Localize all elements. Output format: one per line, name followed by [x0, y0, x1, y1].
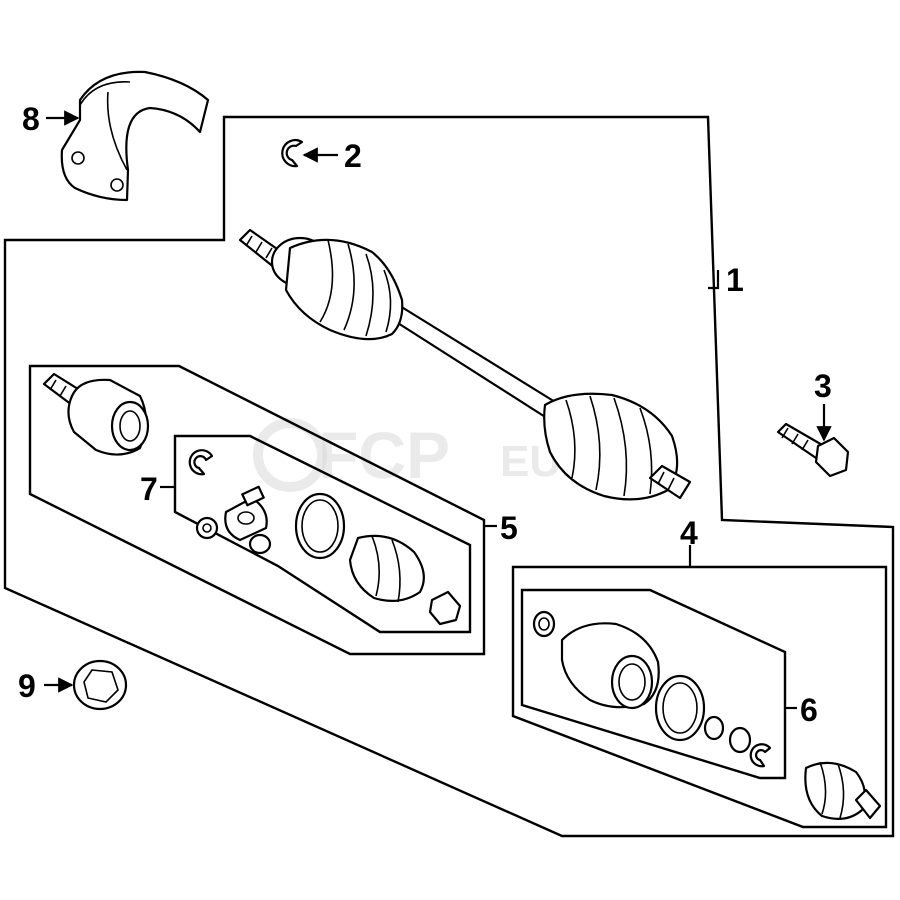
inner-boot-kit-frame — [173, 434, 472, 634]
outer-joint-frame — [511, 565, 888, 829]
callout-5: 5 — [500, 510, 518, 546]
outer-boot-kit-icon — [532, 610, 772, 768]
inner-joint-frame — [28, 364, 486, 656]
inner-cv-joint-icon — [42, 372, 150, 456]
callout-7: 7 — [140, 471, 158, 507]
watermark-brand: FCP — [318, 418, 450, 492]
seal-icon — [72, 659, 128, 711]
callout-4: 4 — [680, 515, 698, 551]
heat-shield-icon — [60, 70, 210, 202]
leader-1 — [708, 270, 720, 290]
snap-ring-icon — [281, 139, 304, 168]
callout-2: 2 — [344, 138, 362, 174]
outer-cv-joint-icon — [804, 761, 882, 821]
hex-bolt-icon — [776, 422, 850, 478]
callout-1: 1 — [726, 262, 744, 298]
outer-boot-kit-frame — [520, 588, 787, 780]
callout-9: 9 — [18, 668, 36, 704]
callout-3: 3 — [814, 368, 832, 404]
inner-boot-kit-icon — [188, 449, 462, 626]
axle-shaft-icon — [238, 228, 692, 501]
callout-8: 8 — [22, 101, 40, 137]
callout-6: 6 — [800, 692, 818, 728]
axle-assembly-frame — [3, 115, 895, 838]
